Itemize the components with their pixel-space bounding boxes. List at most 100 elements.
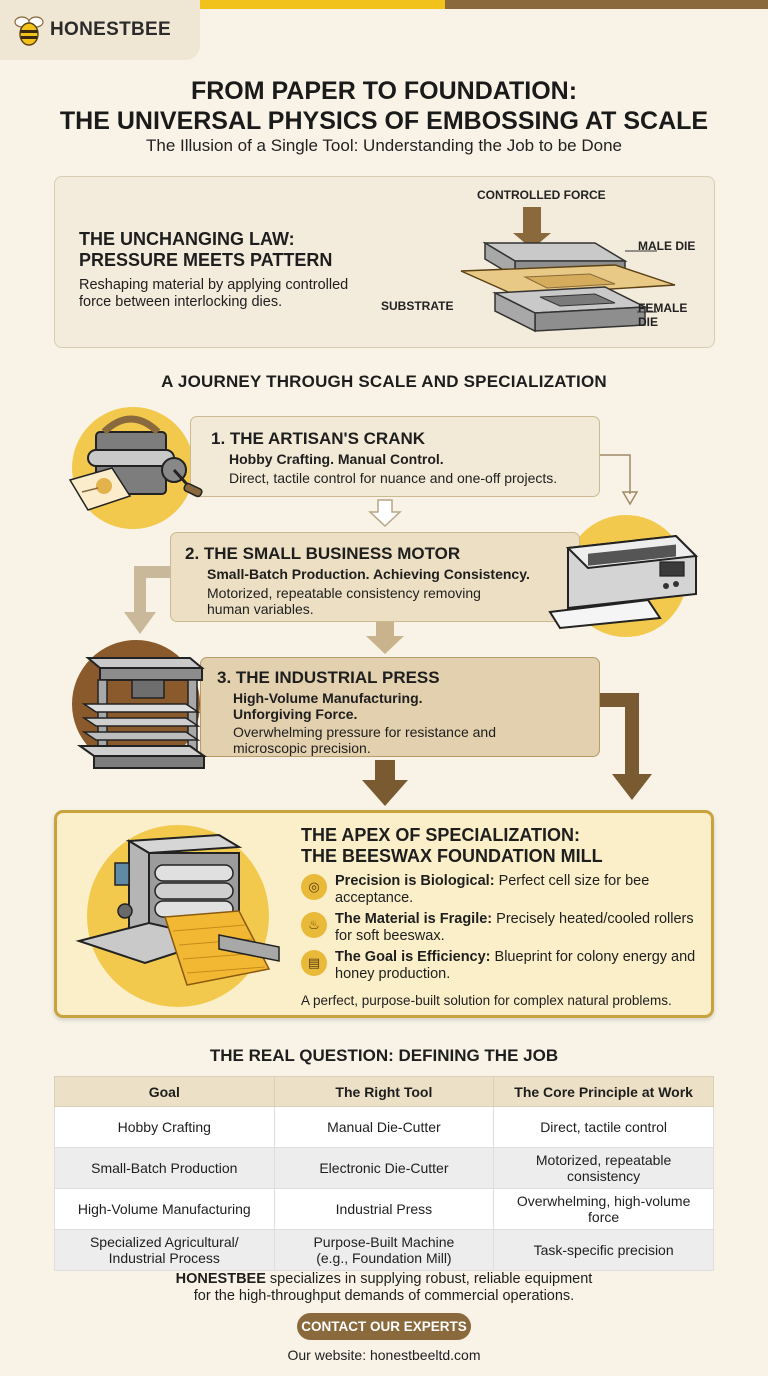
label-female-die: FEMALE DIE (638, 301, 687, 329)
electronic-cutter-icon (548, 534, 699, 630)
table-header-row: Goal The Right Tool The Core Principle a… (54, 1076, 714, 1107)
job-table: Goal The Right Tool The Core Principle a… (54, 1076, 714, 1271)
target-icon: ◎ (301, 874, 327, 900)
step3-description-line1: Overwhelming pressure for resistance and (233, 724, 497, 740)
apex-panel: THE APEX OF SPECIALIZATION: THE BEESWAX … (54, 810, 714, 1018)
step2-box[interactable]: 2. THE SMALL BUSINESS MOTOR Small-Batch … (170, 532, 580, 622)
force-arrow-shaft (523, 207, 541, 237)
table-row: Small-Batch Production Electronic Die-Cu… (54, 1147, 714, 1189)
law-title-line2: PRESSURE MEETS PATTERN (79, 250, 333, 270)
question-heading: THE REAL QUESTION: DEFINING THE JOB (209, 1046, 559, 1065)
bee-icon (14, 16, 44, 46)
website-link[interactable]: Our website: honestbeeltd.com (287, 1347, 481, 1363)
apex-item-precision-text: Perfect cell size for bee acceptance. (335, 873, 650, 906)
law-description: Reshaping material by applying controlle… (79, 277, 349, 310)
step2-subtitle: Small-Batch Production. Achieving Consis… (207, 566, 530, 582)
die-diagram (460, 207, 676, 333)
step3-title: 3. THE INDUSTRIAL PRESS (217, 668, 440, 687)
apex-item-efficiency-text: Blueprint for colony energy and honey pr… (335, 949, 696, 982)
step3-subtitle-line1: High-Volume Manufacturing. (233, 690, 423, 706)
clipboard-icon: ▤ (301, 950, 327, 976)
substrate-embossed-area (523, 273, 616, 289)
industrial-press-icon (76, 657, 208, 769)
footer-description: HONESTBEE specializes in supplying robus… (0, 1271, 768, 1305)
female-die-cavity (539, 293, 616, 307)
apex-title-line2: THE BEESWAX FOUNDATION MILL (301, 846, 603, 866)
step2-title: 2. THE SMALL BUSINESS MOTOR (185, 544, 461, 563)
arrow-step1-right-head (621, 491, 639, 506)
arrow-step3-right-head (612, 774, 652, 800)
arrow-step1-right (600, 454, 631, 494)
apex-item-efficiency: ▤ The Goal is Efficiency: Blueprint for … (301, 949, 701, 983)
arrow-step2-left (134, 566, 170, 614)
table-cell: Direct, tactile control (493, 1106, 714, 1148)
law-panel: THE UNCHANGING LAW: PRESSURE MEETS PATTE… (54, 176, 715, 348)
table-header-tool: The Right Tool (273, 1076, 495, 1107)
step2-description-line2: human variables. (207, 601, 314, 617)
step1-subtitle: Hobby Crafting. Manual Control. (229, 451, 444, 467)
table-cell: High-Volume Manufacturing (54, 1188, 275, 1230)
law-title-line1: THE UNCHANGING LAW: (79, 229, 295, 249)
apex-item-material-lead: The Material is Fragile: (335, 911, 493, 927)
apex-item-efficiency-lead: The Goal is Efficiency: (335, 949, 491, 965)
step1-box[interactable]: 1. THE ARTISAN'S CRANK Hobby Crafting. M… (190, 416, 600, 497)
flame-icon: ♨ (301, 912, 327, 938)
label-female-die-line2: DIE (638, 315, 659, 329)
table-cell: Hobby Crafting (54, 1106, 275, 1148)
table-row: Hobby Crafting Manual Die-Cutter Direct,… (54, 1106, 714, 1148)
apex-footer: A perfect, purpose-built solution for co… (301, 993, 672, 1008)
table-cell: Industrial Press (273, 1188, 495, 1230)
step3-subtitle-line2: Unforgiving Force. (233, 706, 358, 722)
footer-brand: HONESTBEE (175, 1271, 266, 1287)
table-cell: Specialized Agricultural/ Industrial Pro… (54, 1229, 275, 1271)
page-subtitle: The Illusion of a Single Tool: Understan… (146, 136, 622, 155)
arrow-step3-right (600, 693, 639, 776)
arrow-step1-down (368, 499, 402, 528)
arrow-step3-down (362, 760, 408, 806)
step3-description: Overwhelming pressure for resistance and… (233, 724, 496, 756)
apex-item-material: ♨ The Material is Fragile: Precisely hea… (301, 911, 701, 945)
label-controlled-force: CONTROLLED FORCE (477, 188, 606, 202)
top-accent-bar-yellow (200, 0, 445, 9)
label-substrate: SUBSTRATE (381, 299, 454, 313)
force-arrow-head (513, 233, 551, 249)
apex-item-precision-lead: Precision is Biological: (335, 873, 495, 889)
table-row: Specialized Agricultural/ Industrial Pro… (54, 1229, 714, 1271)
top-accent-bar-brown (445, 0, 768, 9)
arrow-step2-left-head (124, 612, 156, 634)
foundation-mill-icon (75, 833, 280, 986)
table-cell: Task-specific precision (493, 1229, 714, 1271)
contact-experts-button[interactable]: CONTACT OUR EXPERTS (297, 1313, 471, 1340)
apex-item-material-text: Precisely heated/cooled rollers for soft… (335, 911, 694, 944)
table-cell: Small-Batch Production (54, 1147, 275, 1189)
label-female-die-line1: FEMALE (638, 301, 688, 315)
table-cell: Purpose-Built Machine (e.g., Foundation … (273, 1229, 495, 1271)
step3-description-line2: microscopic precision. (233, 740, 371, 756)
step3-box[interactable]: 3. THE INDUSTRIAL PRESS High-Volume Manu… (200, 657, 600, 757)
table-cell: Overwhelming, high-volume force (493, 1188, 714, 1230)
brand-logo[interactable]: HONESTBEE (0, 0, 200, 60)
manual-crank-icon (68, 415, 203, 511)
apex-item-precision: ◎ Precision is Biological: Perfect cell … (301, 873, 701, 907)
label-male-die: MALE DIE (638, 239, 696, 253)
page-title-line2: THE UNIVERSAL PHYSICS OF EMBOSSING AT SC… (59, 107, 709, 135)
table-header-goal: Goal (54, 1076, 275, 1107)
step2-description-line1: Motorized, repeatable consistency removi… (207, 585, 481, 601)
table-cell: Electronic Die-Cutter (273, 1147, 495, 1189)
brand-name: HONESTBEE (50, 19, 171, 40)
female-die-side (494, 291, 536, 333)
apex-title-line1: THE APEX OF SPECIALIZATION: (301, 825, 581, 845)
apex-title: THE APEX OF SPECIALIZATION: THE BEESWAX … (301, 825, 603, 867)
table-cell: Motorized, repeatable consistency (493, 1147, 714, 1189)
table-header-principle: The Core Principle at Work (493, 1076, 714, 1107)
arrow-step2-down (366, 622, 404, 654)
page-title-line1: FROM PAPER TO FOUNDATION: (190, 77, 578, 105)
flow-arrows (124, 454, 652, 806)
step3-subtitle: High-Volume Manufacturing. Unforgiving F… (233, 690, 423, 722)
journey-heading: A JOURNEY THROUGH SCALE AND SPECIALIZATI… (161, 372, 607, 391)
step2-description: Motorized, repeatable consistency removi… (207, 585, 481, 617)
step1-description: Direct, tactile control for nuance and o… (229, 470, 558, 486)
footer-line1: specializes in supplying robust, reliabl… (265, 1271, 593, 1287)
footer-line2: for the high-throughput demands of comme… (193, 1288, 575, 1304)
page-title: FROM PAPER TO FOUNDATION: THE UNIVERSAL … (0, 76, 768, 136)
